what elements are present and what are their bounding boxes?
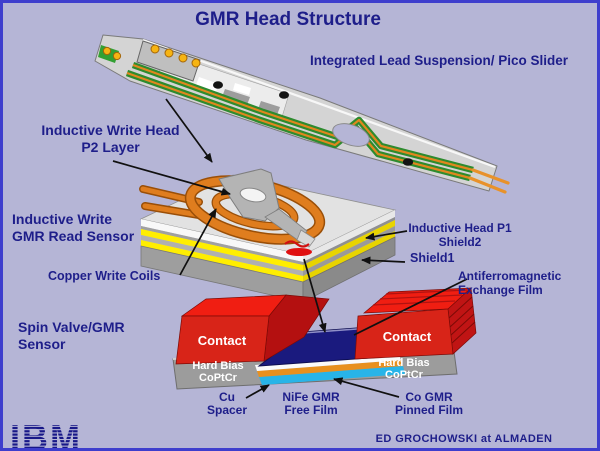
contact-right-block (354, 287, 477, 360)
label-inductive-write-head: Inductive Write Head P2 Layer (41, 122, 180, 155)
label-shield1: Shield1 (410, 251, 455, 265)
arrow-cu-spacer (245, 384, 270, 399)
gold-bumps (102, 44, 201, 68)
label-hard-bias-right: Hard Bias CoPtCr (378, 357, 430, 381)
label-co-pinned-film: Co GMR Pinned Film (394, 390, 463, 417)
label-contact-left: Contact (197, 333, 247, 348)
cu-spacer-layer (257, 360, 403, 377)
tooling-holes (213, 81, 414, 166)
label-inductive-head-p1-shield2: Inductive Head P1 Shield2 (408, 221, 512, 249)
label-copper-write-coils: Copper Write Coils (48, 269, 161, 283)
arrow-copper-coils (179, 208, 217, 276)
annotation-arrows (112, 98, 468, 399)
ibm-logo: IBM (10, 423, 82, 448)
label-nife-free-film: NiFe GMR Free Film (282, 390, 340, 417)
arrow-shield1 (361, 256, 406, 265)
gmr-sensor-illustration (172, 287, 477, 390)
suspension-arm-illustration (94, 34, 510, 194)
page-title: GMR Head Structure (195, 9, 381, 30)
suspension-hole (332, 123, 370, 147)
label-cu-spacer: Cu Spacer (206, 390, 248, 417)
label-hard-bias-left: Hard Bias CoPtCr (192, 360, 244, 384)
arrow-slider-to-head (165, 98, 213, 163)
label-contact-right: Contact (382, 329, 432, 344)
label-inductive-write-gmr-read: Inductive Write GMR Read Sensor (12, 211, 135, 244)
contact-left-block (175, 294, 330, 365)
line-afm (353, 278, 468, 336)
label-spin-valve: Spin Valve/GMR Sensor (18, 319, 125, 352)
p2-layer-yoke (218, 168, 316, 248)
gmr-sensor-element (284, 240, 312, 256)
arrow-shield2 (365, 230, 408, 241)
label-antiferromagnetic: Antiferromagnetic Exchange Film (458, 269, 562, 297)
pinned-film-layer (255, 355, 401, 371)
subtitle-suspension: Integrated Lead Suspension/ Pico Slider (309, 53, 569, 68)
free-film-layer (259, 366, 405, 385)
shield2-layer (141, 229, 303, 271)
arrow-co-pinned (333, 377, 400, 398)
credit-text: ED GROCHOWSKI at ALMADEN (375, 433, 553, 445)
diagram-canvas: IBM (10, 34, 510, 448)
copper-leads (468, 168, 510, 194)
arrow-p2-layer (112, 160, 231, 196)
shield1-layer (141, 240, 303, 282)
arrow-sensor-to-film (303, 258, 327, 333)
